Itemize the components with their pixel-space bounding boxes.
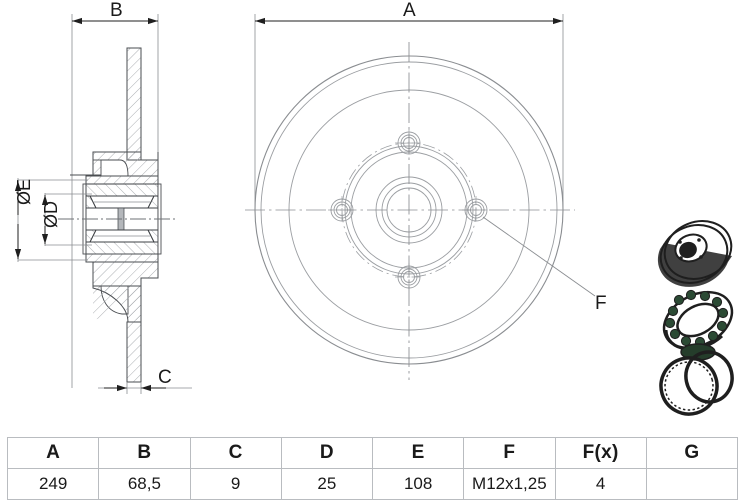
disc-plate-lower [126,321,142,383]
disc-face-view [245,14,596,380]
d-dimension [41,193,92,246]
table-value-cell [645,468,739,500]
e-dimension [14,178,88,262]
table-value-cell: 249 [6,468,100,500]
ball-bearing-3d-thumbnail [662,289,734,351]
hub-cross-section-view [14,14,192,394]
table-value-cell: M12x1,25 [463,468,556,500]
table-header-cell: G [645,437,739,469]
d-dimension-label: ØD [41,201,61,228]
f-dimension-label: F [595,293,607,314]
dimension-spec-table: A B C D E F F(x) G 249 68,5 9 25 108 M12… [6,437,739,500]
table-value-cell: 68,5 [98,468,191,500]
brake-disc-3d-thumbnail [657,220,733,287]
table-header-cell: C [189,437,282,469]
b-dimension-label: B [110,0,123,21]
c-dimension-label: C [158,367,172,388]
table-header-row: A B C D E F F(x) G [6,437,739,469]
hub-step-lines-upper [70,159,101,176]
e-dimension-label: ØE [14,178,34,205]
table-value-cell: 108 [371,468,465,500]
table-value-row: 249 68,5 9 25 108 M12x1,25 4 [6,468,739,500]
hub-web-lower [92,285,142,323]
table-header-cell: F(x) [554,437,647,469]
table-value-cell: 4 [554,468,647,500]
table-header-cell: B [98,437,191,469]
hub-relief-pocket-upper [100,159,129,177]
hub-flange-lower [92,261,159,287]
technical-drawing-canvas [14,14,734,416]
hub-neck-lower [85,253,159,263]
abs-tone-rings-3d-thumbnail [659,343,734,416]
table-header-cell: E [371,437,465,469]
table-header-cell: A [6,437,100,469]
disc-plate-upper [126,47,142,161]
c-dimension [98,382,192,394]
table-value-cell: 9 [189,468,282,500]
hub-neck-upper [85,175,159,185]
f-leader-line [482,216,596,297]
a-extension-lines [254,14,564,210]
table-header-cell: F [463,437,556,469]
a-dimension-label: A [403,0,416,21]
table-value-cell: 25 [280,468,374,500]
table-header-cell: D [280,437,374,469]
